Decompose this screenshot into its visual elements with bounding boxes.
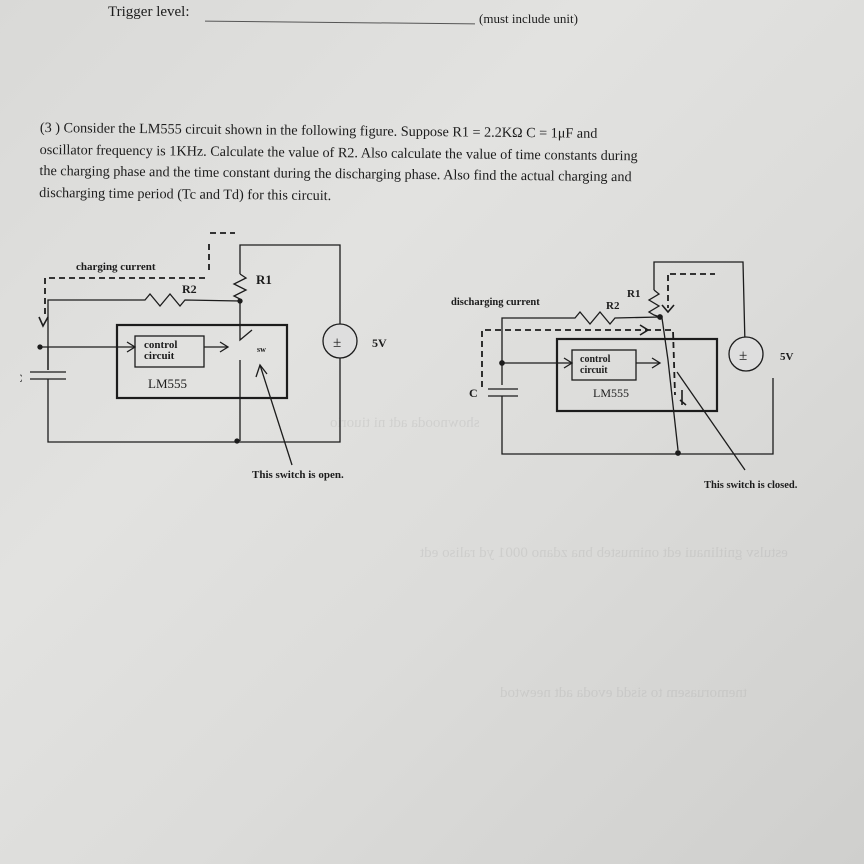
charging-current-label: charging current	[76, 261, 156, 273]
r2-label: R2	[182, 282, 197, 296]
r1-label: R1	[256, 272, 272, 287]
bleed-through-text: tnemoruasem to sisdd evoda adt neewtod	[500, 685, 748, 701]
source-voltage-label: 5V	[372, 336, 387, 350]
svg-text:circuit: circuit	[144, 350, 175, 362]
trigger-level-answer-line[interactable]	[205, 20, 475, 25]
switch-label: sw	[257, 345, 266, 354]
voltage-source-icon: ±	[333, 335, 341, 351]
charging-circuit-diagram: charging current R1 R2 C control circuit…	[20, 232, 387, 481]
r2-label: R2	[606, 300, 620, 312]
trigger-level-note: (must include unit)	[479, 11, 578, 26]
trigger-level-label: Trigger level:	[108, 4, 190, 20]
discharging-current-label: discharging current	[451, 297, 540, 308]
control-circuit-label: control	[144, 339, 177, 351]
switch-open-caption: This switch is open.	[252, 469, 344, 481]
capacitor-label: C	[469, 386, 478, 400]
voltage-source-icon: ±	[739, 348, 747, 364]
source-voltage-label: 5V	[780, 351, 794, 363]
lm555-label: LM555	[148, 376, 187, 391]
lm555-label: LM555	[593, 386, 629, 400]
discharging-circuit-diagram: discharging current R1 R2 C control circ…	[451, 261, 798, 491]
control-circuit-label: control	[580, 354, 611, 365]
r1-label: R1	[627, 288, 640, 300]
capacitor-label: C	[20, 371, 23, 385]
bleed-through-text: estulsv gnitlinaui edt onimusteb bna zda…	[420, 545, 788, 561]
switch-closed-caption: This switch is closed.	[704, 480, 798, 491]
svg-text:circuit: circuit	[580, 365, 608, 376]
question-3: (3 ) Consider the LM555 circuit shown in…	[39, 118, 780, 212]
